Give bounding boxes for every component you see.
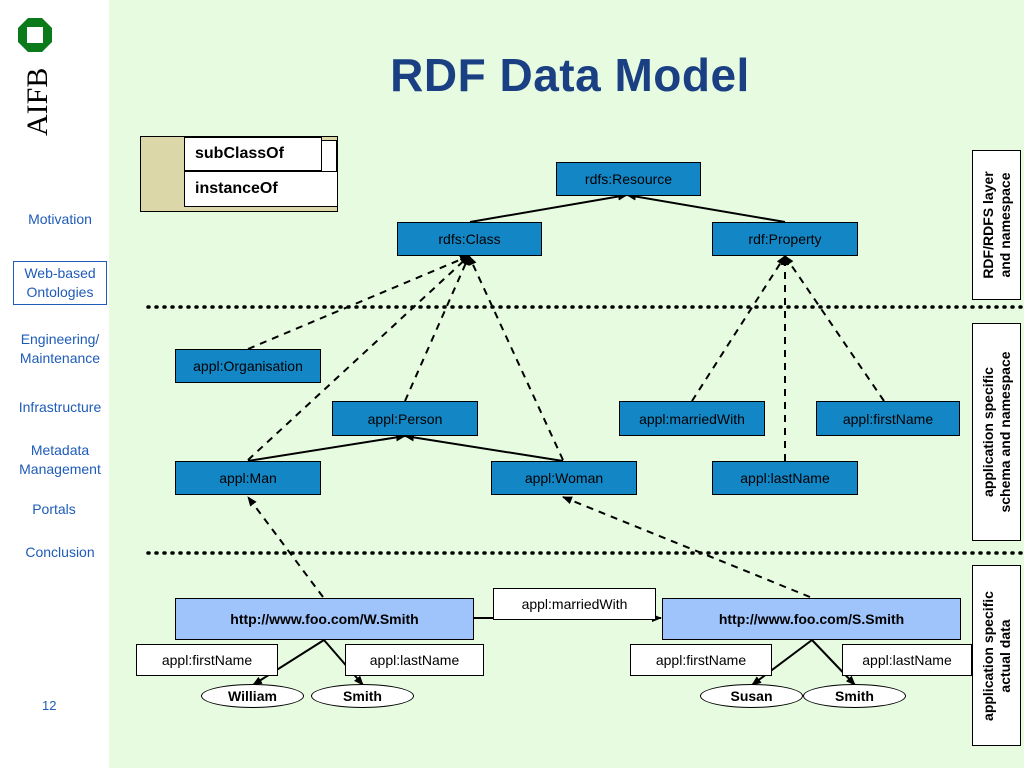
slide-title: RDF Data Model (390, 49, 750, 101)
layer-label-data: application specific actual data (972, 565, 1021, 746)
first-name-arrow (252, 639, 325, 686)
layer-label-line: actual data (996, 618, 1013, 693)
nav-item-label: Web-based Ontologies (24, 265, 96, 300)
node-appl-married-with[interactable]: appl:marriedWith (619, 401, 765, 436)
node-appl-man[interactable]: appl:Man (175, 461, 321, 495)
instance-arrow (562, 496, 811, 598)
w-smith-last-name-label: appl:lastName (345, 644, 484, 676)
instance-arrow (691, 255, 786, 402)
layer-label-line: schema and namespace (996, 351, 1013, 513)
nav-item-engineering-maintenance[interactable]: Engineering/ Maintenance (0, 330, 120, 368)
sidebar: AIFB Motivation Web-based Ontologies Eng… (0, 0, 109, 768)
instance-arrow (247, 255, 470, 350)
node-appl-last-name[interactable]: appl:lastName (712, 461, 858, 495)
page-number: 12 (42, 698, 57, 713)
value-smith-s[interactable]: Smith (803, 684, 906, 708)
nav-item-label: Motivation (28, 211, 92, 227)
node-appl-person[interactable]: appl:Person (332, 401, 478, 436)
nav-item-motivation[interactable]: Motivation (0, 210, 120, 229)
node-rdf-property[interactable]: rdf:Property (712, 222, 858, 256)
legend-subclass-label: subClassOf (184, 137, 322, 171)
nav-item-label: Conclusion (25, 544, 95, 560)
node-rdfs-resource[interactable]: rdfs:Resource (556, 162, 701, 196)
aifb-logo-text: AIFB (21, 68, 54, 136)
value-susan[interactable]: Susan (700, 684, 803, 708)
subclass-arrow (626, 192, 786, 223)
last-name-arrow (811, 639, 856, 686)
instance-arrow (784, 255, 885, 402)
subclass-arrow (469, 192, 628, 223)
nav-item-conclusion[interactable]: Conclusion (0, 543, 120, 562)
node-s-smith[interactable]: http://www.foo.com/S.Smith (662, 598, 961, 640)
married-with-label: appl:marriedWith (493, 588, 656, 620)
layer-label-line: RDF/RDFS layer (979, 171, 996, 279)
node-appl-woman[interactable]: appl:Woman (491, 461, 637, 495)
instance-arrow (247, 496, 324, 598)
w-smith-first-name-label: appl:firstName (136, 644, 278, 676)
instance-arrow (247, 255, 470, 461)
layer-label-rdfs: RDF/RDFS layer and namespace (972, 150, 1021, 300)
layer-label-line: and namespace (996, 172, 1013, 278)
instance-arrow (468, 255, 564, 461)
logo-text-label: AIFB (21, 68, 54, 136)
aifb-logo-icon (18, 18, 52, 52)
nav-item-metadata-management[interactable]: Metadata Management (4, 441, 116, 479)
layer-label-line: application specific (979, 590, 996, 721)
last-name-arrow (323, 639, 364, 686)
layer-label-schema: application specific schema and namespac… (972, 323, 1021, 541)
nav-item-label: Engineering/ Maintenance (19, 331, 101, 366)
nav-item-label: Portals (32, 501, 76, 517)
subclass-arrow (404, 433, 564, 462)
node-appl-organisation[interactable]: appl:Organisation (175, 349, 321, 383)
node-w-smith[interactable]: http://www.foo.com/W.Smith (175, 598, 474, 640)
value-smith-w[interactable]: Smith (311, 684, 414, 708)
nav-item-label: Infrastructure (18, 399, 102, 415)
first-name-arrow (751, 639, 813, 686)
nav-item-portals[interactable]: Portals (0, 500, 114, 519)
nav-item-infrastructure[interactable]: Infrastructure (0, 398, 120, 417)
node-rdfs-class[interactable]: rdfs:Class (397, 222, 542, 256)
s-smith-last-name-label: appl:lastName (842, 644, 972, 676)
s-smith-first-name-label: appl:firstName (630, 644, 772, 676)
subclass-arrow (247, 433, 406, 462)
instance-arrow (404, 255, 470, 402)
node-appl-first-name[interactable]: appl:firstName (816, 401, 960, 436)
legend-instance-label: instanceOf (184, 171, 338, 207)
layer-label-line: application specific (979, 367, 996, 497)
nav-item-label: Metadata Management (19, 442, 101, 477)
value-william[interactable]: William (201, 684, 304, 708)
nav-item-web-based-ontologies[interactable]: Web-based Ontologies (13, 261, 107, 305)
